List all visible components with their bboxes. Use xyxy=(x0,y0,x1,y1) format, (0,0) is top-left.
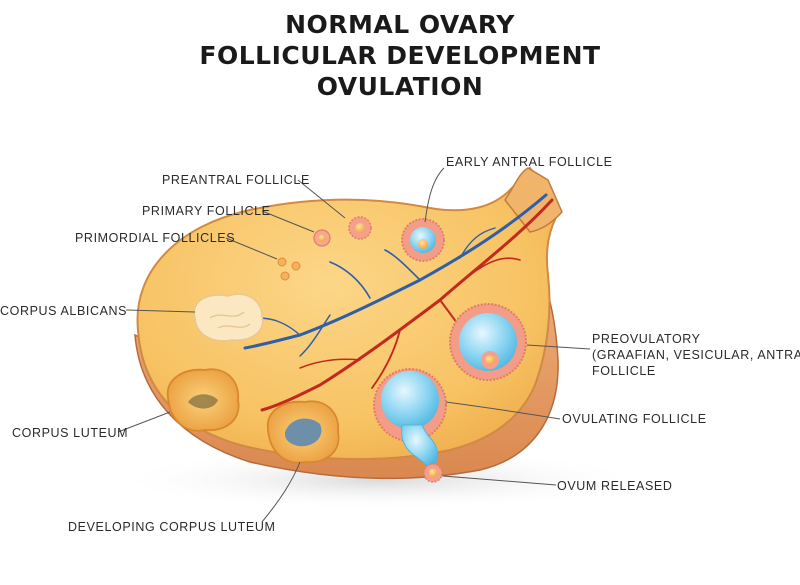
label-primordial-follicles: PRIMORDIAL FOLLICLES xyxy=(75,231,235,245)
ovulating-follicle xyxy=(373,368,447,469)
title-line-2: FOLLICULAR DEVELOPMENT xyxy=(199,41,601,70)
label-ovulating-follicle: OVULATING FOLLICLE xyxy=(562,412,707,426)
label-preantral-follicle: PREANTRAL FOLLICLE xyxy=(162,173,310,187)
corpus-albicans xyxy=(193,293,264,342)
label-preovulatory-line1: PREOVULATORY xyxy=(592,332,701,346)
title-line-1: NORMAL OVARY xyxy=(285,10,515,39)
label-preovulatory-line2: (GRAAFIAN, VESICULAR, ANTRAL) xyxy=(592,348,800,362)
primary-follicle xyxy=(313,229,331,247)
preovulatory-follicle xyxy=(449,303,527,381)
developing-corpus-luteum xyxy=(267,400,340,464)
label-developing-corpus-luteum: DEVELOPING CORPUS LUTEUM xyxy=(68,520,276,534)
ovum-released xyxy=(423,463,443,483)
title-line-3: OVULATION xyxy=(316,72,484,101)
label-ovum-released: OVUM RELEASED xyxy=(557,479,672,493)
label-preovulatory-line3: FOLLICLE xyxy=(592,364,656,378)
leader-lines xyxy=(117,167,591,523)
label-corpus-albicans: CORPUS ALBICANS xyxy=(0,304,127,318)
early-antral-follicle xyxy=(401,218,445,262)
primordial-follicles xyxy=(277,257,301,281)
preantral-follicle xyxy=(348,216,372,240)
ground-shadow xyxy=(110,450,650,510)
label-early-antral-follicle: EARLY ANTRAL FOLLICLE xyxy=(446,155,613,169)
label-corpus-luteum: CORPUS LUTEUM xyxy=(12,426,128,440)
label-primary-follicle: PRIMARY FOLLICLE xyxy=(142,204,271,218)
corpus-luteum xyxy=(167,368,240,432)
vein-network xyxy=(243,193,548,357)
